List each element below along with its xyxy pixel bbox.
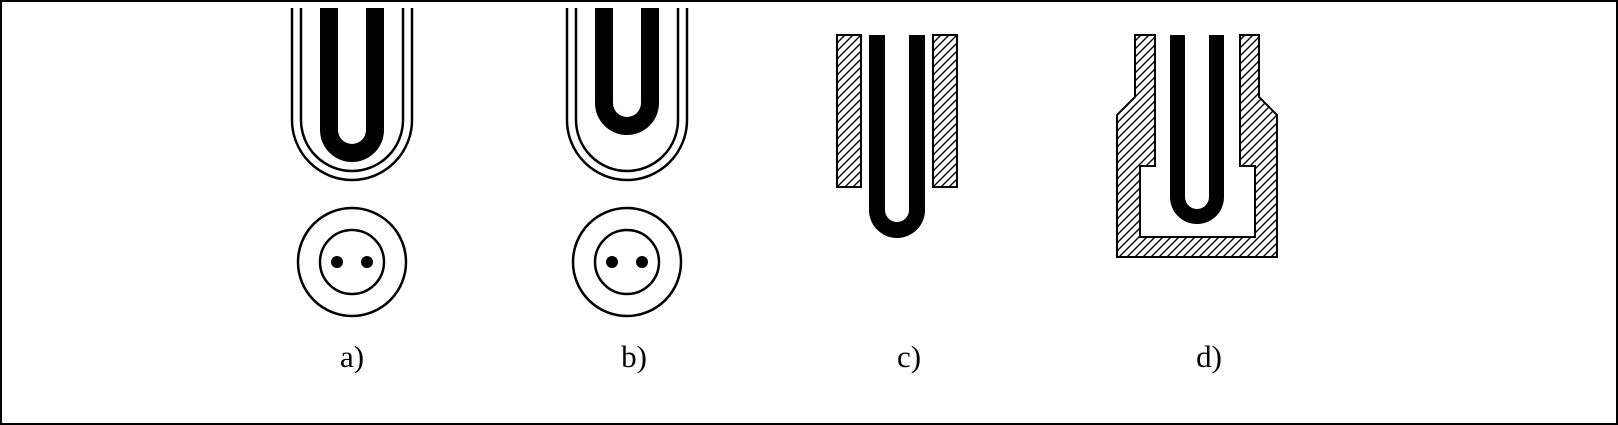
- figure-a-drawing: [290, 8, 414, 318]
- figure-a-conductor-dot-right: [361, 256, 373, 268]
- figure-d-thermocouple-u-element: [1170, 35, 1224, 224]
- figure-a-conductor-dot-left: [331, 256, 343, 268]
- figure-a-inner-tube-outline: [299, 8, 405, 173]
- figure-c-left-wall-hatched: [836, 34, 862, 188]
- figure-d-label: d): [1196, 339, 1222, 374]
- figure-a-outer-tube-outline: [290, 8, 414, 182]
- figure-b-conductor-dot-left: [606, 256, 618, 268]
- figure-b-inner-tube-outline: [574, 8, 680, 173]
- figure-a-cross-section-outer-circle: [296, 206, 408, 318]
- figure-b-cross-section-inner-circle: [593, 228, 661, 296]
- figure-b-outer-tube-outline: [565, 8, 689, 182]
- figure-d-drawing: [1116, 34, 1278, 258]
- figure-c-thermocouple-u-element: [869, 35, 925, 238]
- figure-b-cross-section-outer-circle: [571, 206, 683, 318]
- figure-c-right-wall-hatched: [932, 34, 958, 188]
- figure-c-label: c): [896, 339, 922, 374]
- figure-d-thermowell-vessel-hatched: [1116, 34, 1278, 258]
- figure-b-label: b): [621, 339, 647, 374]
- figure-c-drawing: [836, 34, 958, 238]
- figure-a-label: a): [339, 339, 365, 374]
- figure-b-thermocouple-u-element: [595, 8, 659, 135]
- figure-b-conductor-dot-right: [636, 256, 648, 268]
- figure-b-drawing: [565, 8, 689, 318]
- figure-a-thermocouple-u-element: [320, 8, 384, 162]
- figure-a-cross-section-inner-circle: [318, 228, 386, 296]
